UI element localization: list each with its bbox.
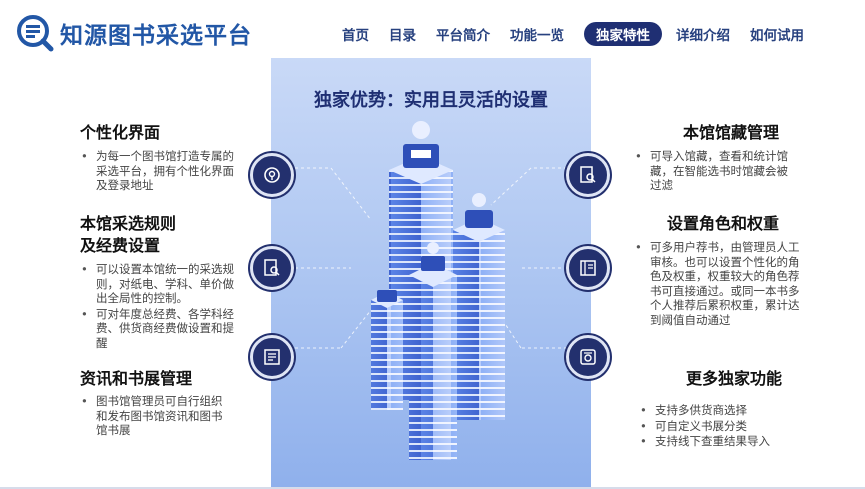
list-item: 可以设置本馆统一的采选规则，对纸电、学科、单价做出全局性的控制。 bbox=[78, 262, 243, 306]
settings-document-icon bbox=[580, 349, 596, 365]
list-item: 支持线下查重结果导入 bbox=[637, 434, 827, 449]
book-icon bbox=[580, 260, 596, 276]
right-section-2-list: 可多用户荐书，由管理员人工审核。也可以设置个性化的角色及权重，权重较大的角色荐书… bbox=[632, 240, 800, 328]
news-circle[interactable] bbox=[250, 335, 294, 379]
left-section-3-list: 图书馆管理员可自行组织和发布图书馆资讯和图书馆书展 bbox=[78, 394, 233, 439]
roles-circle[interactable] bbox=[566, 246, 610, 290]
collection-circle[interactable] bbox=[566, 153, 610, 197]
left-section-2-title-line2: 及经费设置 bbox=[80, 236, 161, 255]
nav-intro[interactable]: 平台简介 bbox=[436, 28, 490, 44]
personalization-circle[interactable] bbox=[250, 153, 294, 197]
brand-name: 知源图书采选平台 bbox=[60, 23, 252, 49]
center-title: 独家优势：实用且灵活的设置 bbox=[314, 90, 548, 111]
brand-logo[interactable]: 知源图书采选平台 bbox=[16, 14, 252, 52]
right-section-3-list: 支持多供货商选择 可自定义书展分类 支持线下查重结果导入 bbox=[637, 403, 827, 450]
nav-trial[interactable]: 如何试用 bbox=[750, 28, 804, 44]
left-section-3-title: 资讯和书展管理 bbox=[80, 369, 193, 388]
nav-exclusive[interactable]: 独家特性 bbox=[584, 22, 662, 46]
right-section-1-title: 本馆馆藏管理 bbox=[683, 123, 780, 142]
nav-catalog[interactable]: 目录 bbox=[389, 28, 416, 44]
building-illustration bbox=[271, 121, 591, 460]
nav-home[interactable]: 首页 bbox=[342, 28, 369, 44]
list-item: 为每一个图书馆打造专属的采选平台，拥有个性化界面及登录地址 bbox=[78, 149, 238, 193]
top-nav: 首页 目录 平台简介 功能一览 独家特性 详细介绍 如何试用 bbox=[342, 22, 804, 46]
list-item: 图书馆管理员可自行组织和发布图书馆资讯和图书馆书展 bbox=[78, 394, 233, 438]
list-item: 支持多供货商选择 bbox=[637, 403, 827, 418]
right-section-2-title: 设置角色和权重 bbox=[667, 214, 780, 233]
left-section-2-list: 可以设置本馆统一的采选规则，对纸电、学科、单价做出全局性的控制。 可对年度总经费… bbox=[78, 262, 243, 351]
right-section-3-title: 更多独家功能 bbox=[686, 369, 783, 388]
left-section-1-title: 个性化界面 bbox=[80, 123, 161, 142]
left-section-2-title-line1: 本馆采选规则 bbox=[80, 214, 177, 233]
fingerprint-icon bbox=[264, 167, 280, 183]
nav-details[interactable]: 详细介绍 bbox=[676, 28, 730, 44]
search-book-icon bbox=[16, 14, 54, 52]
nav-features[interactable]: 功能一览 bbox=[510, 28, 564, 44]
right-section-1-list: 可导入馆藏，查看和统计馆藏，在智能选书时馆藏会被过滤 bbox=[632, 149, 792, 194]
newspaper-icon bbox=[264, 349, 280, 365]
document-search-icon bbox=[580, 166, 596, 183]
footer-divider bbox=[0, 487, 865, 489]
list-item: 可导入馆藏，查看和统计馆藏，在智能选书时馆藏会被过滤 bbox=[632, 149, 792, 193]
list-item: 可多用户荐书，由管理员人工审核。也可以设置个性化的角色及权重，权重较大的角色荐书… bbox=[632, 240, 800, 327]
list-item: 可对年度总经费、各学科经费、供货商经费做设置和提醒 bbox=[78, 307, 243, 351]
list-item: 可自定义书展分类 bbox=[637, 419, 827, 434]
rules-circle[interactable] bbox=[250, 246, 294, 290]
more-features-circle[interactable] bbox=[566, 335, 610, 379]
left-section-1-list: 为每一个图书馆打造专属的采选平台，拥有个性化界面及登录地址 bbox=[78, 149, 238, 194]
document-search-icon bbox=[264, 259, 280, 276]
